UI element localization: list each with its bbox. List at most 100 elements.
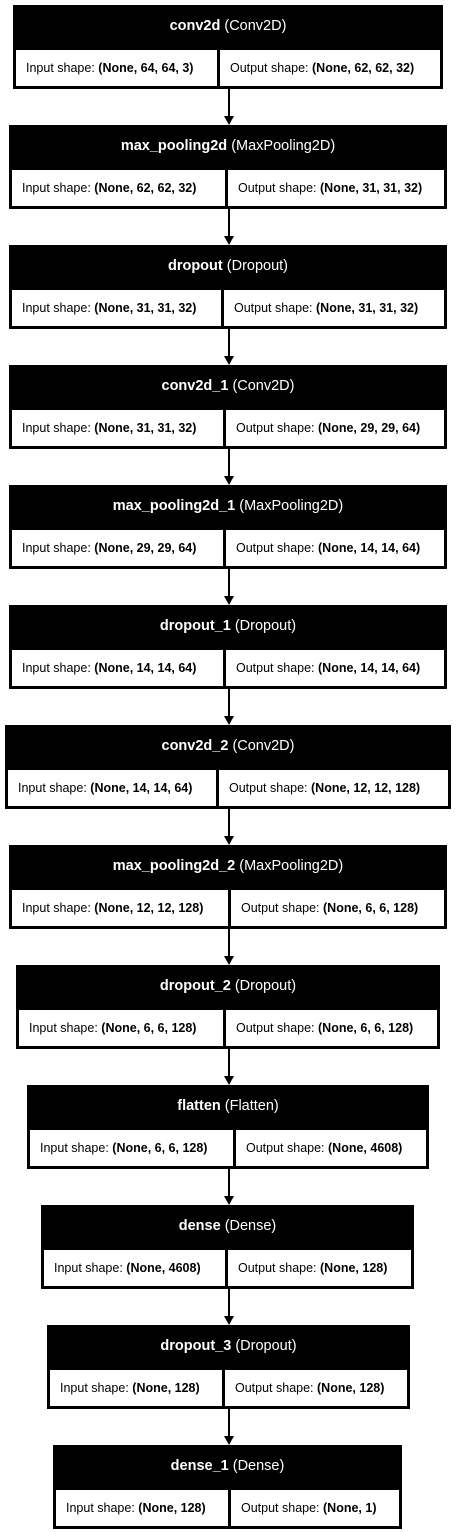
input-shape-value: (None, 6, 6, 128) xyxy=(112,1141,208,1155)
arrow-down-icon xyxy=(224,836,234,845)
layer-name: dense xyxy=(178,1218,221,1234)
layer-name: dense_1 xyxy=(170,1458,229,1474)
input-shape-box: Input shape: (None, 128) xyxy=(56,1490,228,1526)
arrow-down-icon xyxy=(224,356,234,365)
layer-header: conv2d_2 (Conv2D) xyxy=(5,725,451,767)
output-shape-value: (None, 6, 6, 128) xyxy=(318,1021,414,1035)
output-shape-value: (None, 14, 14, 64) xyxy=(318,661,421,675)
layer-name: dropout xyxy=(167,258,223,274)
input-shape-label: Input shape: xyxy=(40,1141,109,1155)
connection-arrow-line xyxy=(228,449,230,476)
output-shape-value: (None, 12, 12, 128) xyxy=(311,781,421,795)
input-shape-label: Input shape: xyxy=(22,181,91,195)
layer-node: flatten (Flatten) Input shape: (None, 6, … xyxy=(27,1085,429,1169)
input-shape-value: (None, 128) xyxy=(138,1501,206,1515)
layer-name: max_pooling2d_2 xyxy=(112,858,236,874)
layer-node: dropout_3 (Dropout) Input shape: (None, 1… xyxy=(47,1325,410,1409)
input-shape-value: (None, 31, 31, 32) xyxy=(94,421,197,435)
layer-name: flatten xyxy=(177,1098,221,1114)
input-shape-label: Input shape: xyxy=(29,1021,98,1035)
layer-name: dropout_2 xyxy=(159,978,231,994)
layer-node: conv2d (Conv2D)Input shape: (None, 64, 6… xyxy=(13,5,443,89)
input-shape-label: Input shape: xyxy=(18,781,87,795)
layer-name: max_pooling2d_1 xyxy=(112,498,236,514)
layer-name: conv2d_1 xyxy=(161,378,229,394)
arrow-down-icon xyxy=(224,476,234,485)
layer-header: max_pooling2d_2 (MaxPooling2D) xyxy=(9,845,447,887)
connection-arrow-line xyxy=(228,209,230,236)
output-shape-label: Output shape: xyxy=(229,781,308,795)
input-shape-value: (None, 14, 14, 64) xyxy=(90,781,193,795)
input-shape-box: Input shape: (None, 64, 64, 3) xyxy=(16,50,217,86)
connection-arrow-line xyxy=(228,1409,230,1436)
layer-header: dropout_3 (Dropout) xyxy=(47,1325,410,1367)
output-shape-value: (None, 128) xyxy=(317,1381,385,1395)
output-shape-label: Output shape: xyxy=(234,301,313,315)
input-shape-label: Input shape: xyxy=(22,301,91,315)
output-shape-value: (None, 6, 6, 128) xyxy=(323,901,419,915)
input-shape-label: Input shape: xyxy=(60,1381,129,1395)
output-shape-label: Output shape: xyxy=(236,421,315,435)
output-shape-label: Output shape: xyxy=(236,661,315,675)
output-shape-value: (None, 14, 14, 64) xyxy=(318,541,421,555)
output-shape-box: Output shape: (None, 6, 6, 128) xyxy=(226,1010,437,1046)
output-shape-label: Output shape: xyxy=(241,901,320,915)
layer-type: (Flatten) xyxy=(224,1098,279,1114)
input-shape-value: (None, 4608) xyxy=(126,1261,201,1275)
input-shape-value: (None, 29, 29, 64) xyxy=(94,541,197,555)
layer-node: dense_1 (Dense)Input shape: (None, 128)O… xyxy=(53,1445,402,1529)
input-shape-box: Input shape: (None, 31, 31, 32) xyxy=(12,410,223,446)
output-shape-label: Output shape: xyxy=(230,61,309,75)
output-shape-box: Output shape: (None, 12, 12, 128) xyxy=(219,770,448,806)
layer-node: max_pooling2d (MaxPooling2D)Input shape:… xyxy=(9,125,447,209)
layer-type: (Dense) xyxy=(232,1458,285,1474)
arrow-down-icon xyxy=(224,956,234,965)
arrow-down-icon xyxy=(224,1316,234,1325)
layer-type: (Dropout) xyxy=(234,618,297,634)
output-shape-value: (None, 128) xyxy=(320,1261,388,1275)
output-shape-box: Output shape: (None, 128) xyxy=(228,1250,411,1286)
output-shape-value: (None, 1) xyxy=(323,1501,377,1515)
input-shape-value: (None, 31, 31, 32) xyxy=(94,301,197,315)
arrow-down-icon xyxy=(224,716,234,725)
input-shape-label: Input shape: xyxy=(22,661,91,675)
layer-header: dropout_1 (Dropout) xyxy=(9,605,447,647)
arrow-down-icon xyxy=(224,236,234,245)
arrow-down-icon xyxy=(224,1076,234,1085)
output-shape-box: Output shape: (None, 1) xyxy=(231,1490,399,1526)
layer-node: dropout_1 (Dropout)Input shape: (None, 1… xyxy=(9,605,447,689)
input-shape-value: (None, 6, 6, 128) xyxy=(101,1021,197,1035)
output-shape-box: Output shape: (None, 6, 6, 128) xyxy=(231,890,444,926)
input-shape-box: Input shape: (None, 14, 14, 64) xyxy=(12,650,223,686)
layer-node: conv2d_1 (Conv2D) Input shape: (None, 31,… xyxy=(9,365,447,449)
connection-arrow-line xyxy=(228,569,230,596)
layer-name: conv2d_2 xyxy=(161,738,229,754)
input-shape-box: Input shape: (None, 6, 6, 128) xyxy=(19,1010,223,1046)
layer-header: max_pooling2d_1 (MaxPooling2D) xyxy=(9,485,447,527)
layer-node: dropout (Dropout)Input shape: (None, 31,… xyxy=(9,245,447,329)
input-shape-box: Input shape: (None, 12, 12, 128) xyxy=(12,890,228,926)
output-shape-label: Output shape: xyxy=(238,1261,317,1275)
output-shape-label: Output shape: xyxy=(246,1141,325,1155)
output-shape-label: Output shape: xyxy=(236,1021,315,1035)
output-shape-box: Output shape: (None, 128) xyxy=(225,1370,407,1406)
input-shape-label: Input shape: xyxy=(22,901,91,915)
connection-arrow-line xyxy=(228,1289,230,1316)
layer-node: dense (Dense)Input shape: (None, 4608)Ou… xyxy=(41,1205,414,1289)
input-shape-box: Input shape: (None, 29, 29, 64) xyxy=(12,530,223,566)
output-shape-box: Output shape: (None, 29, 29, 64) xyxy=(226,410,444,446)
input-shape-box: Input shape: (None, 62, 62, 32) xyxy=(12,170,225,206)
layer-type: (Conv2D) xyxy=(232,378,295,394)
layer-type: (Conv2D) xyxy=(224,18,287,34)
layer-header: conv2d (Conv2D) xyxy=(13,5,443,47)
input-shape-value: (None, 62, 62, 32) xyxy=(94,181,197,195)
output-shape-box: Output shape: (None, 31, 31, 32) xyxy=(228,170,444,206)
layer-header: dropout_2 (Dropout) xyxy=(16,965,440,1007)
layer-node: conv2d_2 (Conv2D) Input shape: (None, 14,… xyxy=(5,725,451,809)
input-shape-box: Input shape: (None, 6, 6, 128) xyxy=(30,1130,233,1166)
output-shape-label: Output shape: xyxy=(236,541,315,555)
layer-header: dense_1 (Dense) xyxy=(53,1445,402,1487)
layer-node: dropout_2 (Dropout)Input shape: (None, 6… xyxy=(16,965,440,1049)
connection-arrow-line xyxy=(228,809,230,836)
